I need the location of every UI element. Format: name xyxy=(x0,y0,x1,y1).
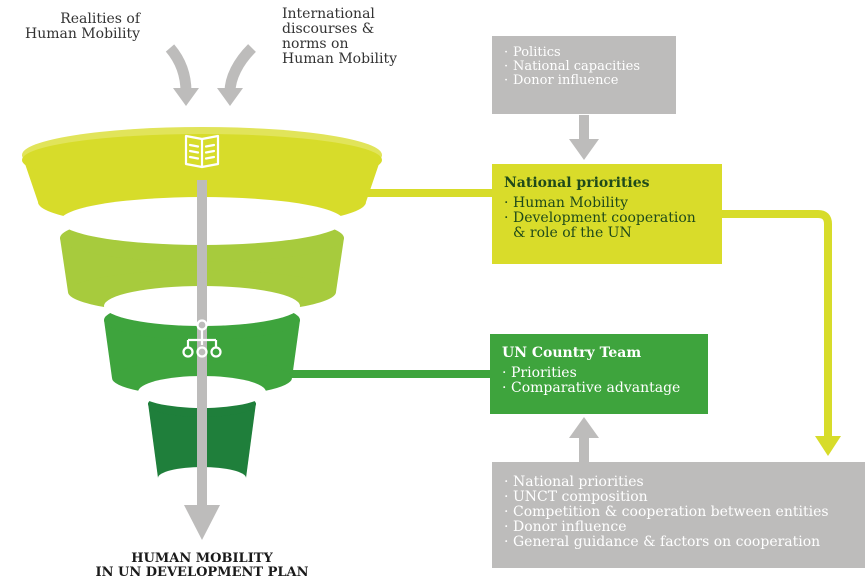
connector-national xyxy=(352,189,492,197)
output-line-1: HUMAN MOBILITY xyxy=(131,551,273,566)
factors-box: National priorities UNCT composition Com… xyxy=(492,462,865,568)
factors-item: UNCT composition xyxy=(504,490,853,506)
international-line-2: discourses & xyxy=(282,21,375,37)
realities-line-1: Realities of xyxy=(60,11,140,27)
input-label-international: International discourses & norms on Huma… xyxy=(282,7,422,67)
connector-unct xyxy=(290,370,490,378)
international-line-4: Human Mobility xyxy=(282,51,398,67)
international-line-3: norms on xyxy=(282,36,349,52)
international-line-1: International xyxy=(282,6,375,22)
factors-item: Competition & cooperation between entiti… xyxy=(504,505,853,521)
context-item: National capacities xyxy=(504,60,664,75)
un-country-team-item: Priorities xyxy=(502,366,696,382)
national-priorities-continuation: & role of the UN xyxy=(513,225,632,241)
context-item: Donor influence xyxy=(504,74,664,89)
arrow-context-to-national xyxy=(569,115,599,160)
arrow-national-to-factors xyxy=(722,210,841,456)
national-priorities-item: Development cooperation xyxy=(504,211,710,227)
un-country-team-title: UN Country Team xyxy=(502,345,642,361)
factors-item: National priorities xyxy=(504,475,853,491)
output-label: HUMAN MOBILITY IN UN DEVELOPMENT PLAN xyxy=(92,552,312,580)
realities-line-2: Human Mobility xyxy=(24,26,140,42)
national-priorities-box: National priorities Human Mobility Devel… xyxy=(492,164,722,264)
national-priorities-title: National priorities xyxy=(504,175,650,191)
book-icon xyxy=(184,134,220,169)
input-label-realities: Realities of Human Mobility xyxy=(8,12,140,42)
output-line-2: IN UN DEVELOPMENT PLAN xyxy=(95,565,309,580)
funnel xyxy=(22,127,382,489)
national-priorities-item: Human Mobility xyxy=(504,196,710,212)
input-arrow-realities xyxy=(165,44,199,106)
factors-item: Donor influence xyxy=(504,520,853,536)
network-hierarchy-icon xyxy=(182,319,222,358)
un-country-team-item: Comparative advantage xyxy=(502,381,696,397)
input-arrow-international xyxy=(217,44,256,106)
un-country-team-box: UN Country Team Priorities Comparative a… xyxy=(490,334,708,414)
context-item: Politics xyxy=(504,46,664,61)
arrow-factors-to-unct xyxy=(569,417,599,462)
output-arrow xyxy=(184,505,220,540)
context-box: Politics National capacities Donor influ… xyxy=(492,36,676,114)
factors-item: General guidance & factors on cooperatio… xyxy=(504,535,853,551)
